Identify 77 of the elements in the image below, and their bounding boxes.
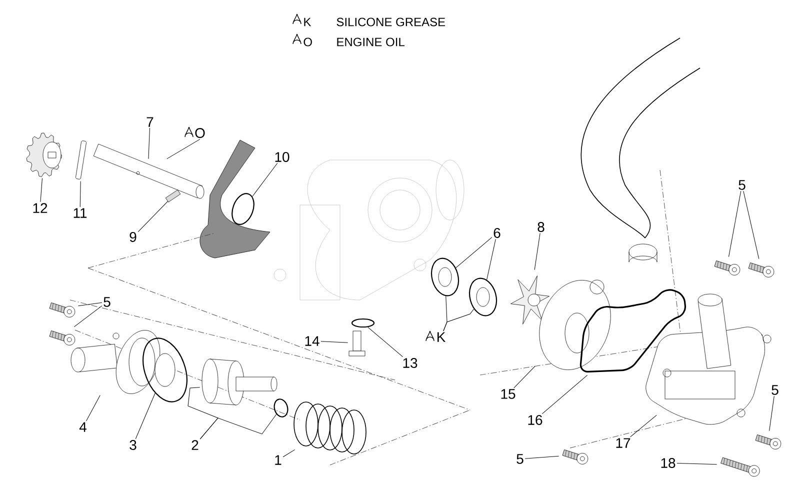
shaft-drawing (93, 144, 204, 199)
callout-number: 6 (494, 228, 500, 238)
bolt-drawing (755, 434, 782, 450)
callout-number: K (437, 332, 446, 342)
bolt-drawing (49, 330, 76, 346)
callout-number: 13 (403, 358, 418, 368)
gear-drawing (26, 132, 62, 177)
leader-line (676, 463, 718, 465)
leader-line (368, 326, 404, 358)
callout-number: 14 (305, 336, 320, 346)
leader-line (40, 178, 42, 202)
ring-drawing (274, 398, 288, 418)
bolt-drawing (714, 260, 740, 276)
bolt-drawing (748, 262, 774, 278)
callout-number: 17 (616, 438, 630, 448)
ring-drawing (232, 193, 254, 225)
ring-drawing (142, 338, 188, 402)
spring-drawing (294, 402, 366, 454)
leader-line (252, 162, 278, 197)
longbolt-drawing (720, 457, 760, 477)
leader-line (200, 414, 277, 440)
ring-drawing (430, 258, 460, 296)
legend-text: SILICONE GREASE (336, 18, 446, 26)
leader-line (728, 190, 742, 258)
leader-line (630, 414, 657, 438)
leader-line (743, 190, 760, 260)
pin-drawing (76, 140, 86, 180)
leader-line (80, 180, 81, 208)
leader-line (534, 232, 540, 270)
callout-number: 11 (74, 208, 87, 218)
symbol-letter: K (304, 18, 312, 26)
gasket-drawing (580, 289, 686, 372)
leader-line (148, 128, 150, 160)
leader-line (86, 394, 100, 422)
bolt-drawing (562, 450, 588, 464)
callout-number: 5 (104, 297, 110, 307)
callout-number: 18 (661, 458, 676, 468)
leader-line (769, 396, 774, 432)
bolt-drawing (49, 302, 76, 318)
leader-line (514, 366, 536, 388)
callout-number: 1 (275, 455, 282, 465)
thermo-drawing (202, 358, 278, 406)
leader-line (486, 238, 496, 280)
leader-line (74, 306, 102, 328)
leader-line (320, 341, 348, 343)
leader-line (456, 237, 492, 268)
ring-drawing (468, 278, 498, 316)
callout-number: 5 (772, 385, 778, 395)
leader-line (282, 449, 296, 458)
callout-number: O (195, 128, 205, 138)
callout-number: 7 (146, 117, 154, 127)
callout-number: 15 (501, 389, 516, 399)
callout-number: 5 (738, 180, 746, 190)
callout-number: 5 (516, 454, 524, 464)
callout-number: 9 (130, 232, 136, 242)
leader-line (135, 392, 156, 440)
cover-drawing (646, 294, 772, 425)
smallpin-drawing (165, 190, 181, 202)
ring-drawing (351, 318, 375, 328)
leader-line (138, 200, 168, 232)
callout-number: 3 (130, 440, 136, 450)
plate-drawing (539, 280, 611, 370)
callout-number: 2 (192, 440, 198, 450)
leader-line (166, 138, 200, 160)
leader-line (78, 302, 102, 306)
leader-line (524, 456, 560, 459)
callout-number: 12 (33, 203, 48, 213)
legend-text: ENGINE OIL (337, 38, 404, 46)
leader-line (542, 374, 588, 414)
callout-number: 10 (275, 152, 290, 162)
symbol-letter: O (304, 38, 312, 46)
callout-number: 8 (538, 222, 544, 232)
callout-number: 16 (528, 415, 542, 425)
leader-line (443, 308, 474, 332)
callout-number: 4 (79, 422, 86, 432)
screw-drawing (348, 330, 366, 356)
housing-drawing (70, 330, 160, 394)
